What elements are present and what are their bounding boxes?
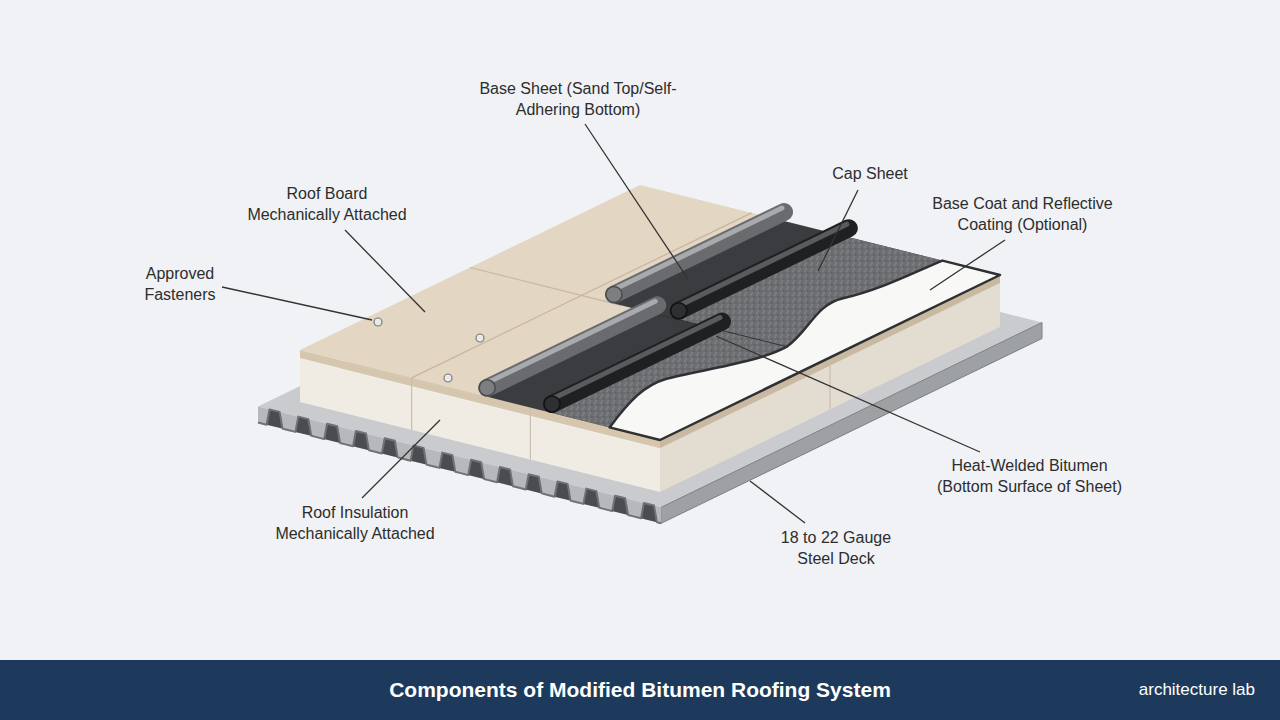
base-sheet-roll	[487, 305, 657, 388]
board-joint	[411, 378, 412, 430]
board-joint	[829, 358, 830, 410]
roll-end	[479, 380, 495, 396]
roll-end	[606, 287, 622, 303]
leader-line	[345, 230, 425, 312]
board-joint	[470, 268, 621, 306]
callout-label: 18 to 22 Gauge Steel Deck	[771, 527, 901, 569]
callout-label: Heat-Welded Bitumen (Bottom Surface of S…	[932, 455, 1127, 497]
base-sheet-roll	[614, 212, 784, 295]
leader-line	[585, 124, 688, 279]
leader-line	[750, 481, 805, 523]
leader-line	[222, 287, 372, 320]
fastener	[444, 374, 452, 382]
fastener	[374, 318, 382, 326]
diagram-title: Components of Modified Bitumen Roofing S…	[0, 676, 1280, 704]
board-joint	[530, 408, 531, 460]
roll-highlight	[550, 318, 720, 401]
callout-label: Approved Fasteners	[135, 263, 225, 305]
callout-label: Base Sheet (Sand Top/Self-Adhering Botto…	[453, 78, 703, 120]
roof-board-top	[300, 185, 1000, 440]
callout-label: Roof Board Mechanically Attached	[242, 183, 412, 225]
fastener	[476, 334, 484, 342]
leader-line	[818, 190, 858, 271]
leader-line	[930, 240, 1005, 290]
leader-line	[362, 420, 440, 498]
roll-end	[671, 303, 687, 319]
leader-line	[716, 336, 980, 452]
cap-sheet-roll	[552, 322, 722, 405]
roll-end	[544, 396, 560, 412]
watermark: architecture lab	[1080, 679, 1255, 700]
callout-label: Base Coat and Reflective Coating (Option…	[915, 193, 1130, 235]
callout-label: Cap Sheet	[820, 163, 920, 184]
cap-sheet-roll	[679, 228, 849, 311]
callout-label: Roof Insulation Mechanically Attached	[270, 502, 440, 544]
